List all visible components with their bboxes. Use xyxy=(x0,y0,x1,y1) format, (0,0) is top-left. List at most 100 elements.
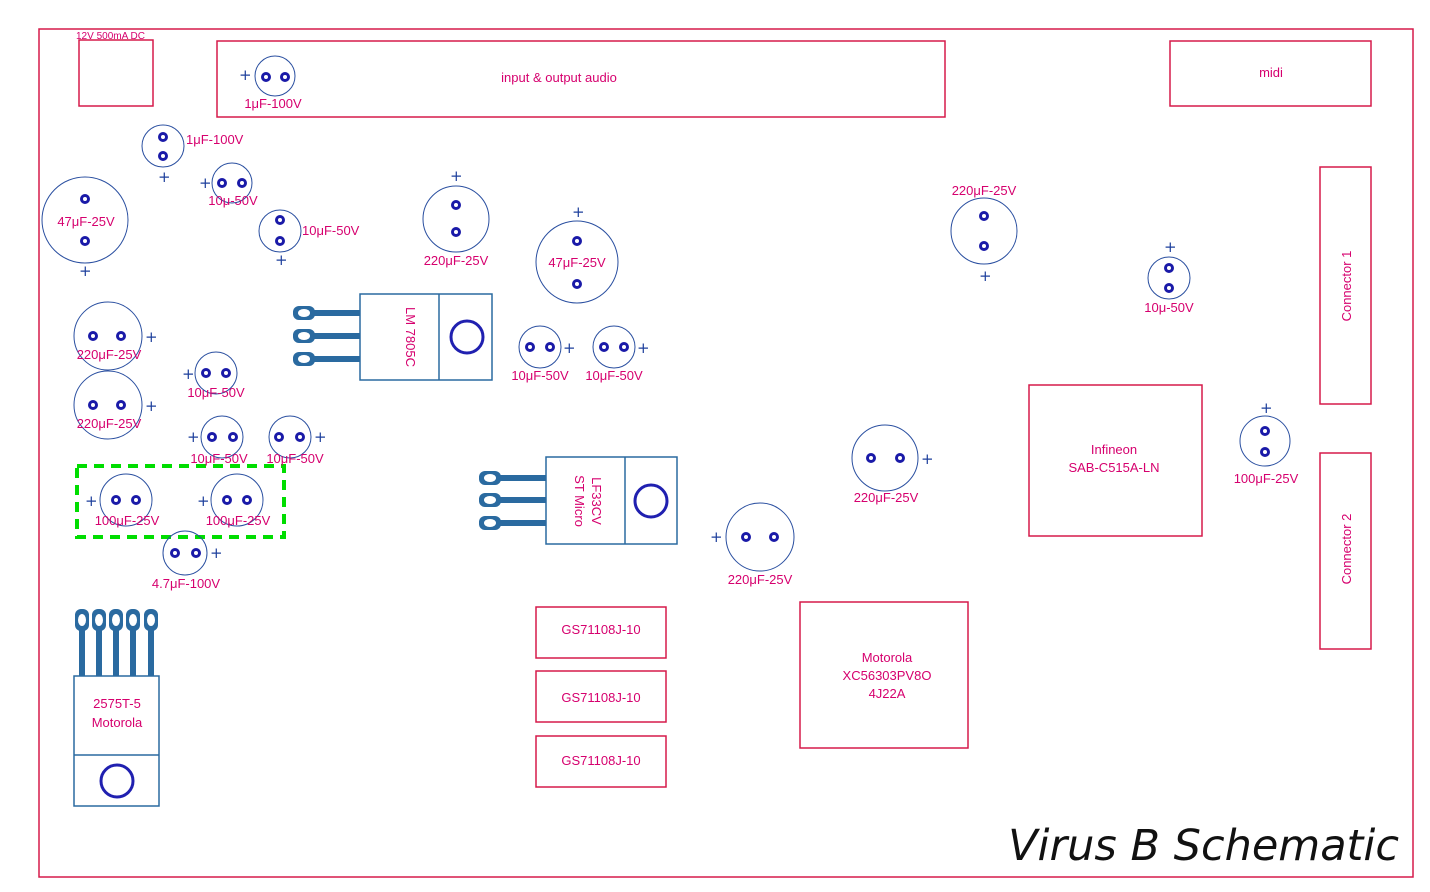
capacitor xyxy=(200,415,244,459)
capacitor xyxy=(99,473,153,527)
capacitor xyxy=(41,176,129,264)
lm7805-regulator xyxy=(293,293,493,381)
audio-label: input & output audio xyxy=(501,70,617,85)
lm7805-label: LM 7805C xyxy=(403,307,418,367)
highlight-box xyxy=(75,464,286,539)
capacitor-label: 10μ-50V xyxy=(208,193,258,208)
capacitor xyxy=(851,424,919,492)
plus-sign: + xyxy=(197,492,210,510)
dsp-chip xyxy=(799,601,969,749)
capacitor-label: 220μF-25V xyxy=(854,490,919,505)
capacitor xyxy=(194,351,238,395)
capacitor-label: 10μF-50V xyxy=(302,223,360,238)
capacitor xyxy=(1239,415,1291,467)
plus-sign: + xyxy=(182,365,195,383)
capacitor-label: 10μF-50V xyxy=(585,368,643,383)
plus-sign: + xyxy=(314,428,327,446)
capacitor-label: 10μF-50V xyxy=(266,451,324,466)
plus-sign: + xyxy=(239,66,252,84)
plus-sign: + xyxy=(145,328,158,346)
lf33-label-1: LF33CV xyxy=(589,477,604,525)
lf33-regulator xyxy=(479,456,678,545)
midi-label: midi xyxy=(1259,65,1283,80)
ram-chip xyxy=(535,735,667,788)
plus-sign: + xyxy=(921,450,934,468)
capacitor-label: 220μF-25V xyxy=(77,416,142,431)
connector-2 xyxy=(1319,452,1372,650)
infineon-label-2: SAB-C515A-LN xyxy=(1068,460,1159,475)
ram-label: GS71108J-10 xyxy=(561,690,640,705)
midi-connector xyxy=(1169,40,1372,107)
capacitor xyxy=(1147,256,1191,300)
capacitor xyxy=(950,197,1018,265)
capacitor-label: 220μF-25V xyxy=(952,183,1017,198)
capacitor xyxy=(162,530,208,576)
capacitor xyxy=(73,301,143,371)
moto-reg-label-2: Motorola xyxy=(92,715,143,730)
capacitor xyxy=(210,473,264,527)
plus-sign: + xyxy=(637,339,650,357)
moto-reg-label-1: 2575T-5 xyxy=(93,696,141,711)
plus-sign: + xyxy=(158,168,171,186)
plus-sign: + xyxy=(275,251,288,269)
dsp-label-2: XC56303PV8O xyxy=(843,668,932,683)
capacitor-label: 220μF-25V xyxy=(424,253,489,268)
capacitor xyxy=(258,209,302,253)
plus-sign: + xyxy=(563,339,576,357)
infineon-label-1: Infineon xyxy=(1091,442,1137,457)
capacitor-label: 220μF-25V xyxy=(728,572,793,587)
capacitor xyxy=(422,185,490,253)
dsp-label-1: Motorola xyxy=(862,650,913,665)
lf33-label-2: ST Micro xyxy=(572,475,587,527)
capacitor xyxy=(141,124,185,168)
power-jack-label: 12V 500mA DC xyxy=(76,31,145,42)
capacitor-label: 1μF-100V xyxy=(186,132,244,147)
plus-sign: + xyxy=(145,397,158,415)
capacitor xyxy=(592,325,636,369)
plus-sign: + xyxy=(79,262,92,280)
connector-1-label: Connector 1 xyxy=(1339,251,1354,322)
capacitor-label: 4.7μF-100V xyxy=(152,576,221,591)
plus-sign: + xyxy=(1260,399,1273,417)
plus-sign: + xyxy=(85,492,98,510)
motorola-2575-regulator xyxy=(73,609,160,807)
capacitor-label: 10μF-50V xyxy=(187,385,245,400)
plus-sign: + xyxy=(450,167,463,185)
capacitor xyxy=(725,502,795,572)
plus-sign: + xyxy=(572,203,585,221)
capacitor-label: 10μF-50V xyxy=(190,451,248,466)
capacitor-label: 100μF-25V xyxy=(206,513,271,528)
capacitor xyxy=(268,415,312,459)
capacitor-label: 47μF-25V xyxy=(548,255,606,270)
capacitor-label: 100μF-25V xyxy=(95,513,160,528)
infineon-chip xyxy=(1028,384,1203,537)
capacitor-label: 10μ-50V xyxy=(1144,300,1194,315)
ram-label: GS71108J-10 xyxy=(561,753,640,768)
plus-sign: + xyxy=(710,528,723,546)
capacitor xyxy=(518,325,562,369)
ram-chip xyxy=(535,670,667,723)
dsp-label-3: 4J22A xyxy=(869,686,906,701)
power-jack xyxy=(78,39,154,107)
plus-sign: + xyxy=(979,267,992,285)
capacitor xyxy=(535,220,619,304)
plus-sign: + xyxy=(199,174,212,192)
plus-sign: + xyxy=(210,544,223,562)
capacitor xyxy=(211,162,253,204)
connector-1 xyxy=(1319,166,1372,405)
ram-label: GS71108J-10 xyxy=(561,622,640,637)
capacitor-label: 100μF-25V xyxy=(1234,471,1299,486)
capacitor-label: 220μF-25V xyxy=(77,347,142,362)
capacitor-label: 10μF-50V xyxy=(511,368,569,383)
plus-sign: + xyxy=(1164,238,1177,256)
connector-2-label: Connector 2 xyxy=(1339,514,1354,585)
capacitor-label: 1μF-100V xyxy=(244,96,302,111)
schematic-title: Virus B Schematic xyxy=(1008,821,1399,871)
ram-chip xyxy=(535,606,667,659)
capacitor xyxy=(254,55,296,97)
plus-sign: + xyxy=(187,428,200,446)
audio-connector xyxy=(216,40,946,118)
capacitor xyxy=(73,370,143,440)
capacitor-label: 47μF-25V xyxy=(57,214,115,229)
